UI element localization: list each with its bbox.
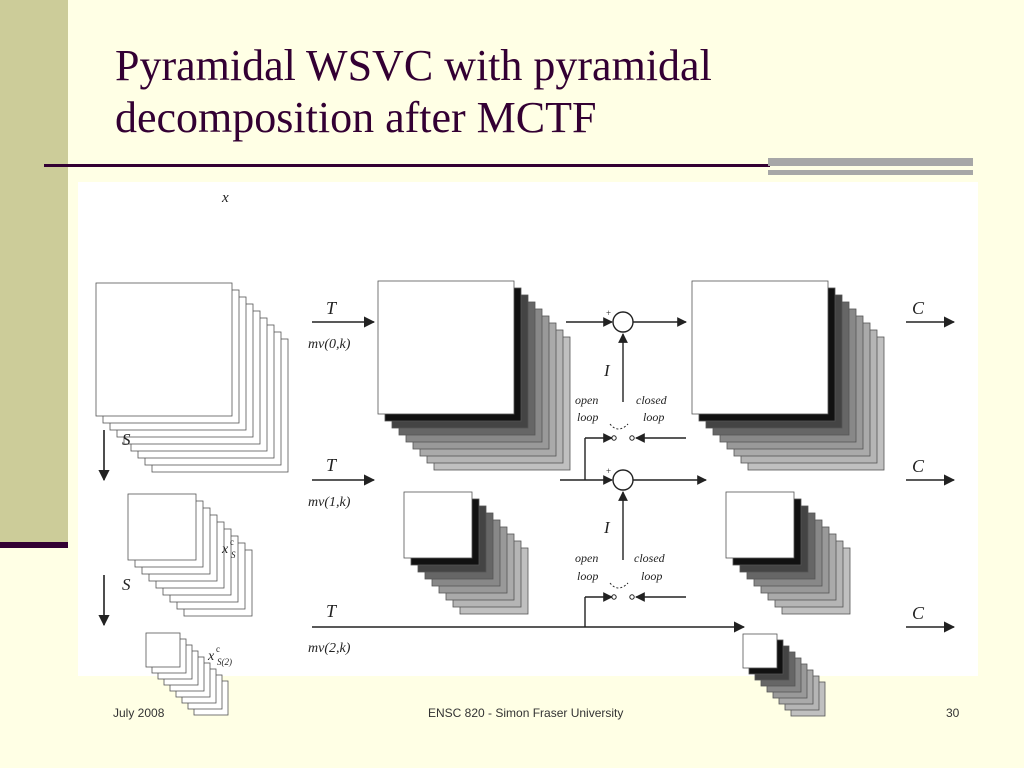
slide-title: Pyramidal WSVC with pyramidal decomposit… — [115, 40, 995, 144]
temporal-arrow-1: T mv(1,k) — [308, 455, 376, 510]
mv-label-0: mv(0,k) — [308, 337, 351, 352]
sum-node-1: + I — [560, 466, 707, 560]
mv-label-1: mv(1,k) — [308, 495, 351, 510]
mv-label-2: mv(2,k) — [308, 641, 351, 656]
plus-sign-0: + — [606, 308, 611, 318]
footer-center: ENSC 820 - Simon Fraser University — [428, 706, 624, 720]
left-decor-mark — [0, 542, 68, 548]
spatial-op-1: S — [122, 430, 131, 449]
closed-label-0a: closed — [636, 393, 668, 407]
interp-op-0: I — [603, 361, 611, 380]
plus-sign-1: + — [606, 466, 611, 476]
closed-label-1a: closed — [634, 551, 666, 565]
title-rule-accent-2 — [768, 170, 973, 175]
subband-x-2: x — [207, 649, 215, 664]
open-label-1a: open — [575, 551, 598, 565]
temporal-frames-0 — [377, 280, 571, 471]
frame-stacks — [95, 280, 885, 717]
footer-date: July 2008 — [113, 706, 165, 720]
svg-text:c: c — [216, 644, 220, 654]
spatial-op-2: S — [122, 575, 131, 594]
title-rule-accent — [768, 158, 973, 166]
input-frames — [95, 282, 289, 473]
loop-switch-1: open loop closed loop — [575, 551, 686, 627]
spatial-arrow-2: S — [98, 575, 131, 627]
input-frames-s2 — [145, 632, 229, 716]
title-line-1: Pyramidal WSVC with pyramidal — [115, 41, 712, 90]
subband-sub-1: S — [231, 550, 236, 560]
coding-op-2: C — [912, 603, 925, 623]
temporal-op-0: T — [326, 298, 338, 318]
svg-text:c: c — [230, 537, 234, 547]
temporal-op-2: T — [326, 601, 338, 621]
coding-arrow-1: C — [906, 456, 956, 486]
footer-page-number: 30 — [946, 706, 960, 720]
closed-label-0b: loop — [643, 410, 664, 424]
interp-op-1: I — [603, 518, 611, 537]
open-label-0b: loop — [577, 410, 598, 424]
temporal-arrow-2: T mv(2,k) — [308, 601, 746, 656]
output-frames-2 — [742, 633, 826, 717]
subband-x-1: x — [221, 542, 229, 557]
temporal-op-1: T — [326, 455, 338, 475]
closed-label-1b: loop — [641, 569, 662, 583]
coding-arrow-2: C — [906, 603, 956, 633]
coding-op-0: C — [912, 298, 925, 318]
subband-label-2: x S(2) c — [207, 644, 232, 667]
open-label-0a: open — [575, 393, 598, 407]
subband-sub-2: S(2) — [217, 657, 232, 667]
output-frames-1 — [725, 491, 851, 615]
coding-op-1: C — [912, 456, 925, 476]
temporal-frames-1 — [403, 491, 529, 615]
output-frames-0 — [691, 280, 885, 471]
open-label-1b: loop — [577, 569, 598, 583]
coding-arrow-0: C — [906, 298, 956, 328]
spatial-arrow-1: S — [98, 430, 131, 482]
input-frames-s1 — [127, 493, 253, 617]
title-rule — [44, 164, 770, 167]
temporal-arrow-0: T mv(0,k) — [308, 298, 376, 352]
sum-node-0: + I — [566, 308, 687, 402]
input-label: x — [221, 190, 229, 206]
loop-switch-0: open loop closed loop — [575, 393, 686, 480]
left-decor-band — [0, 0, 68, 548]
subband-label-1: x S c — [221, 537, 236, 560]
title-line-2: decomposition after MCTF — [115, 93, 597, 142]
